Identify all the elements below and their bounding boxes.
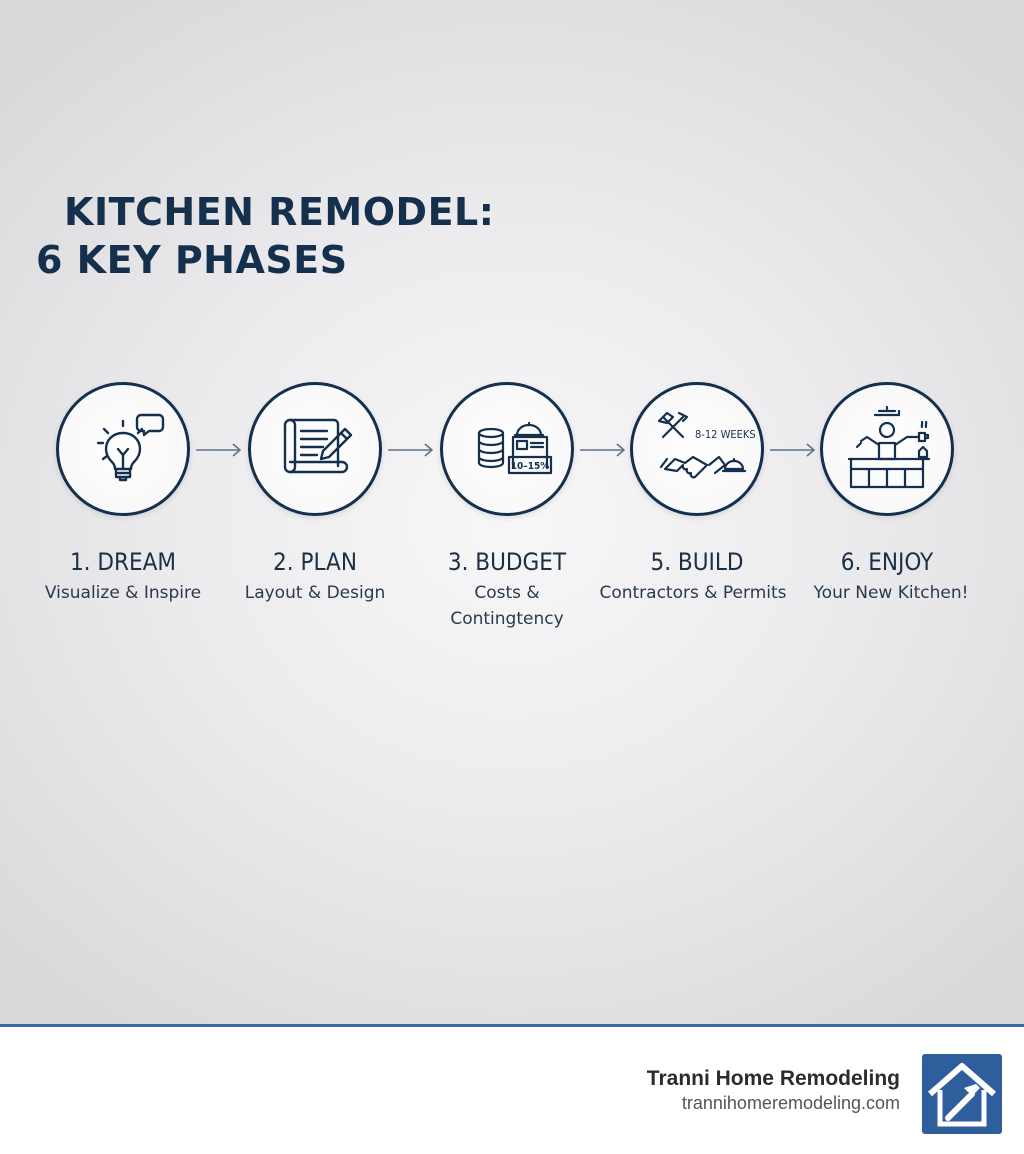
- step-2-title: 2. PLAN: [273, 548, 357, 576]
- step-3-subtitle-line-1: Costs &: [474, 583, 540, 603]
- step-2-circle: [248, 382, 382, 516]
- footer-bar: Tranni Home Remodeling trannihomeremodel…: [0, 1024, 1024, 1154]
- step-6-circle: [820, 382, 954, 516]
- step-1-subtitle-line: Visualize & Inspire: [44, 583, 202, 603]
- step-5-subtitle-line: Contractors & Permits: [599, 583, 787, 603]
- step-3-circle: 10–15%: [440, 382, 574, 516]
- phase-flow: 1. DREAM Visualize & Inspire 2. PLAN Lay…: [23, 382, 991, 632]
- arrow-right-icon: [770, 443, 816, 457]
- step-2-subtitle: Layout & Design: [215, 580, 415, 606]
- brand-url[interactable]: trannihomeremodeling.com: [681, 1093, 900, 1113]
- step-6-title: 6. ENJOY: [840, 548, 934, 576]
- house-hammer-icon: [922, 1054, 1002, 1134]
- step-1-subtitle: Visualize & Inspire: [23, 580, 223, 606]
- step-3-title: 3. BUDGET: [447, 548, 567, 576]
- page-title-line-1: KITCHEN REMODEL:: [64, 190, 495, 234]
- build-duration-label: 8-12 WEEKS: [695, 428, 756, 441]
- step-2-subtitle-line: Layout & Design: [244, 583, 386, 603]
- step-6-subtitle: Your New Kitchen!: [791, 580, 991, 606]
- kitchen-person-icon: [847, 405, 931, 489]
- arrow-right-icon: [388, 443, 434, 457]
- step-1-circle: [56, 382, 190, 516]
- lightbulb-icon: [96, 413, 165, 482]
- step-6-subtitle-line: Your New Kitchen!: [813, 583, 969, 603]
- blueprint-pencil-icon: [283, 418, 353, 474]
- step-5-subtitle: Contractors & Permits: [593, 580, 793, 606]
- brand-name: Tranni Home Remodeling: [646, 1067, 900, 1090]
- budget-percent-label: 10–15%: [511, 461, 550, 472]
- step-5-title: 5. BUILD: [650, 548, 744, 576]
- step-3-subtitle-line-2: Contingtency: [450, 609, 564, 629]
- coins-contractor-icon: 10–15%: [477, 421, 553, 475]
- step-1-title: 1. DREAM: [69, 548, 177, 576]
- arrow-right-icon: [196, 443, 242, 457]
- tools-handshake-icon: 8-12 WEEKS: [657, 411, 756, 479]
- step-3-subtitle: Costs & Contingtency: [407, 580, 607, 632]
- step-5-circle: 8-12 WEEKS: [630, 382, 764, 516]
- arrow-right-icon: [580, 443, 626, 457]
- page-title-line-2: 6 KEY PHASES: [36, 238, 348, 282]
